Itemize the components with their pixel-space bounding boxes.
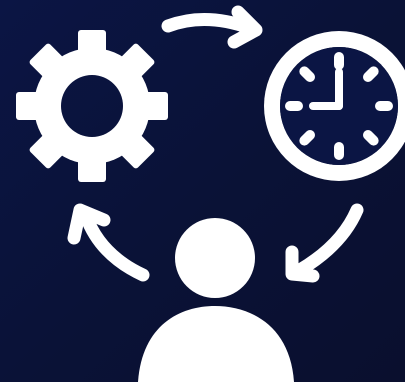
cycle-arrow-icon [67,5,364,283]
clock-icon [264,31,405,181]
clock-face [280,47,398,165]
clock-hands [309,68,343,110]
person-icon [138,218,294,382]
clock-hour-markers [285,52,393,160]
gear-icon [16,30,168,182]
